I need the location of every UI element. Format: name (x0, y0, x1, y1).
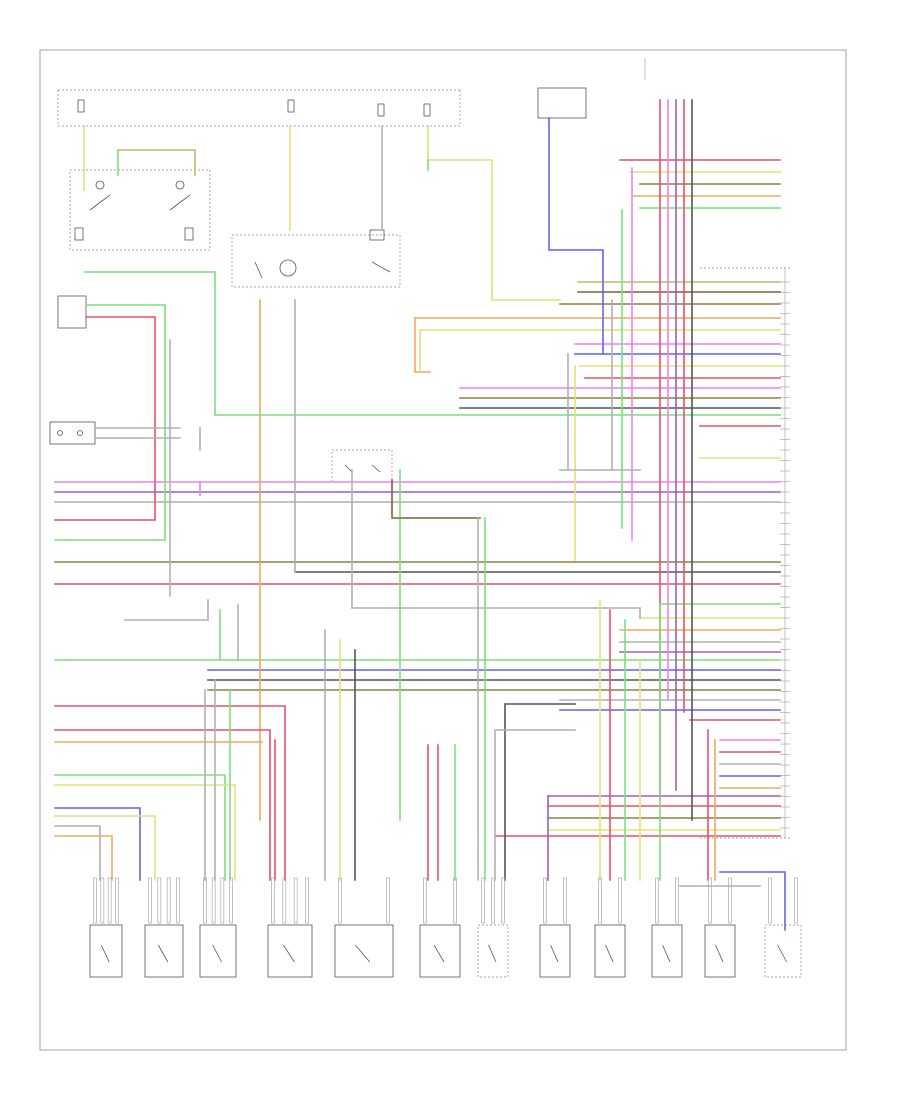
diagram-frame (39, 49, 847, 1051)
sensor-12 (764, 877, 802, 978)
wire-yellow-75 (54, 784, 236, 881)
top-left-fuse-block (57, 89, 461, 127)
sensor-4 (267, 877, 313, 978)
wire-grey-92 (494, 729, 576, 881)
wire-set (54, 99, 786, 931)
sensor-1 (89, 877, 123, 978)
wire-red-71 (54, 705, 286, 881)
sensor-10 (651, 877, 683, 978)
relay-center (231, 229, 401, 288)
sensor-6 (419, 877, 461, 978)
wire-yellow-77 (54, 815, 156, 881)
wire-red-65 (54, 316, 156, 521)
wire-grey-70 (124, 599, 209, 621)
wire-blue-60 (548, 117, 604, 355)
top-right-connector (537, 58, 646, 119)
wire-green-64 (54, 304, 166, 541)
wire-green-63 (84, 271, 216, 416)
sensor-3 (199, 877, 237, 978)
wire-red-72 (54, 729, 271, 881)
sensor-9 (594, 877, 626, 978)
wire-yellow-58 (427, 125, 561, 301)
sensor-11 (704, 877, 736, 978)
sensor-8 (539, 877, 571, 978)
left-component-box (57, 295, 87, 329)
wire-grey-82 (351, 469, 641, 619)
wire-blue-76 (54, 807, 141, 881)
left-relay (49, 421, 96, 445)
wire-brown-81 (391, 479, 481, 519)
wire-orange-103 (414, 317, 431, 373)
wire-grey-78 (54, 825, 101, 881)
wire-dark-91 (504, 703, 576, 881)
wire-blue-100 (719, 871, 786, 931)
relay-left (69, 169, 211, 251)
sensor-7 (477, 877, 509, 978)
wire-orange-79 (54, 835, 113, 881)
sensor-5 (334, 877, 394, 978)
sensor-2 (144, 877, 184, 978)
wire-green-74 (54, 774, 226, 881)
sensor-row (89, 877, 802, 978)
powertrain-control-module (700, 267, 790, 839)
wire-tan-54 (117, 149, 196, 176)
center-dual-relay (331, 449, 393, 483)
